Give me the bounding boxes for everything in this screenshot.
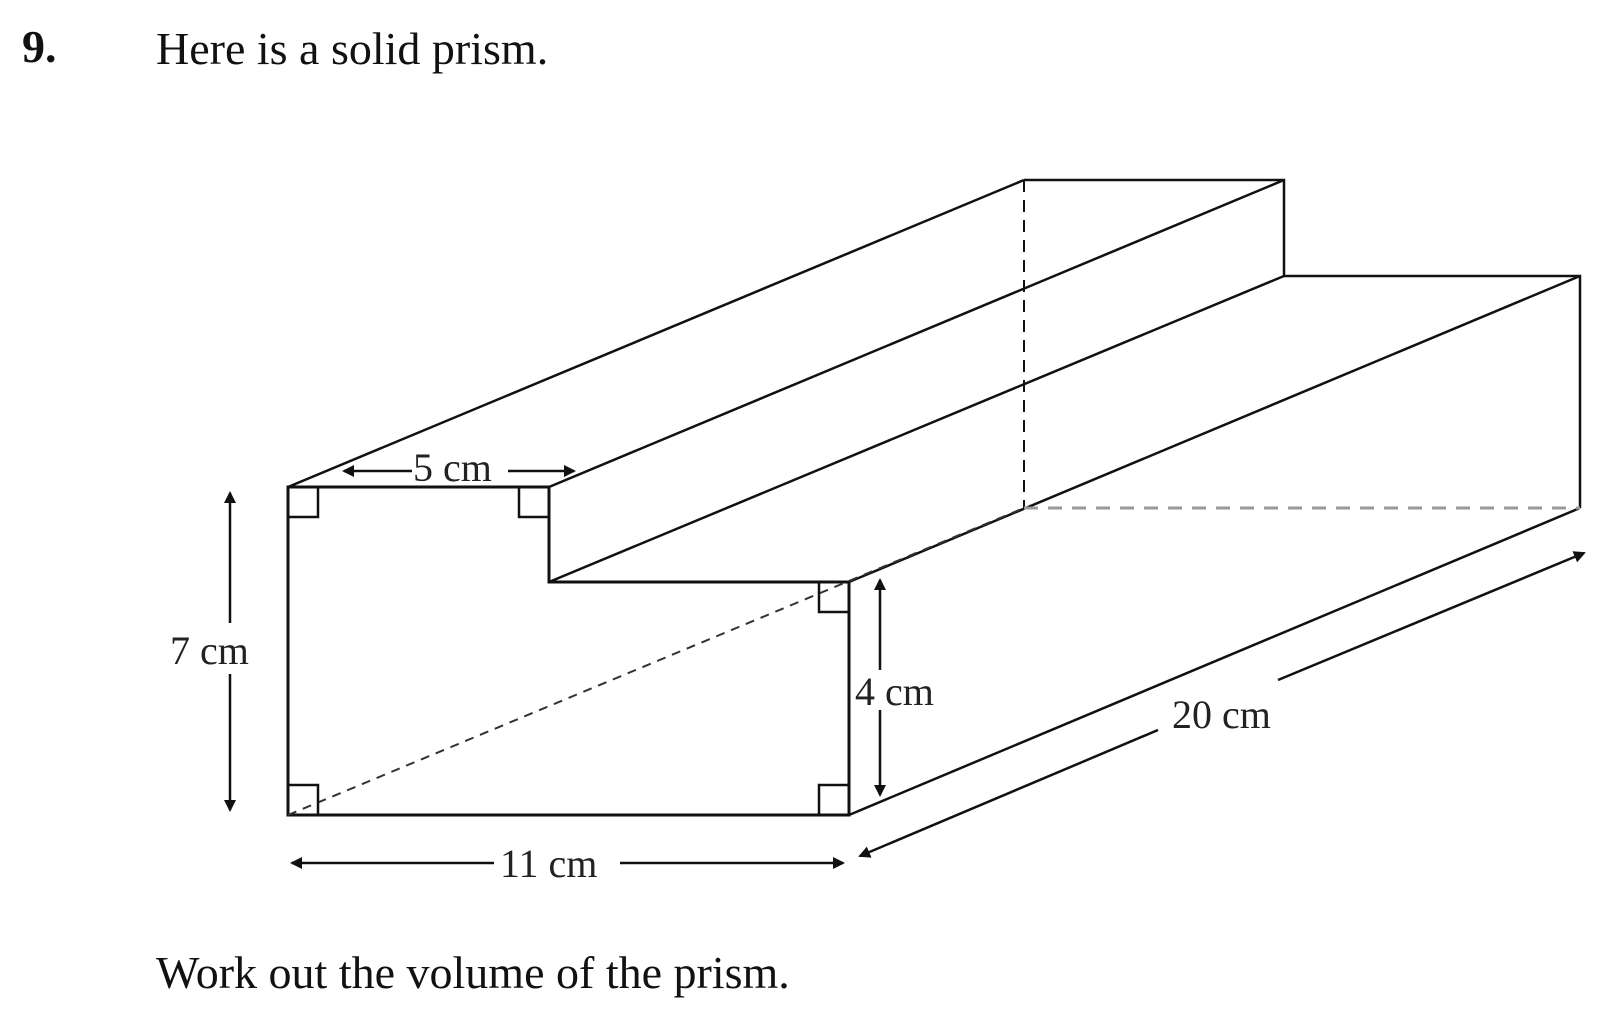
base-width-label: 11 cm [500,841,597,886]
prism-edge-top-step [548,178,1285,489]
prism-back-top-edges [1024,178,1582,508]
question-stem: Here is a solid prism. [156,23,549,74]
prism-edge-right-bottom [848,506,1581,817]
top-width-label: 5 cm [413,445,492,490]
length-label: 20 cm [1172,692,1271,737]
right-angle-marker-top-left [288,487,320,519]
dimension-arrow-length-back [858,728,1159,858]
right-angle-marker-inner-step [817,582,849,614]
step-height-label: 4 cm [855,669,934,714]
dimension-arrow-length-forward [1277,551,1586,682]
right-angle-marker-bottom-left [288,783,320,815]
prism-edge-top-left [287,178,1025,489]
right-angle-marker-top-step [517,487,549,519]
prism-front-face [286,485,851,817]
height-label: 7 cm [170,628,249,673]
prism-hidden-edge-bottom-left [287,507,1025,816]
right-angle-marker-bottom-right [817,783,849,815]
prism-edge-inner-step [548,274,1285,584]
question-prompt: Work out the volume of the prism. [156,947,790,998]
question-number: 9. [22,21,57,72]
